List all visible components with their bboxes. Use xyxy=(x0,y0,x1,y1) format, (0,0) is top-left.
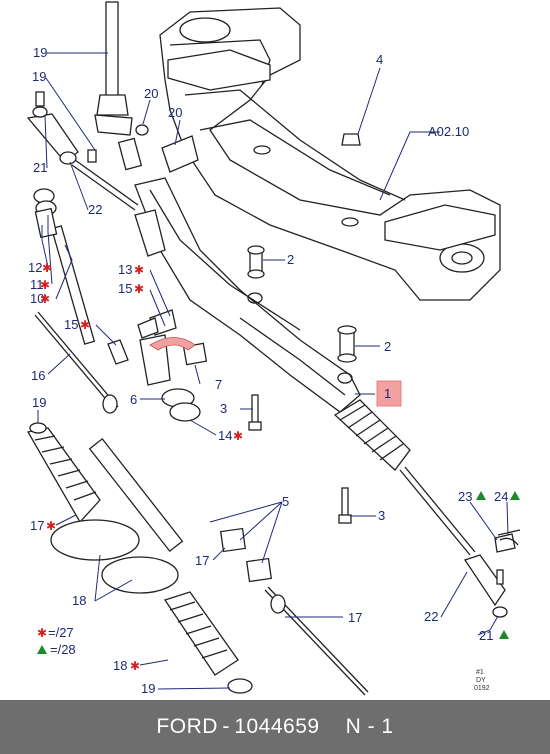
leader-lines xyxy=(37,52,509,690)
callout-8: 10 xyxy=(30,291,44,306)
footer-brand: FORD xyxy=(156,715,218,738)
small-hardware xyxy=(87,124,519,553)
callout-29: 20 xyxy=(168,105,182,120)
callout-26: 20 xyxy=(144,86,158,101)
callout-20-left: 21 xyxy=(33,160,47,175)
callout-6: 6 xyxy=(130,392,137,407)
callout-21-left: 22 xyxy=(88,202,102,217)
mounting-bushes xyxy=(247,245,357,524)
crossmember xyxy=(159,7,501,301)
triangle-23 xyxy=(510,491,520,500)
callout-24: 19 xyxy=(33,45,47,60)
triangle-22 xyxy=(476,491,486,500)
callout-10: 12 xyxy=(28,260,42,275)
star-14: ✱ xyxy=(80,318,90,332)
footer-part-number: 1044659 xyxy=(234,715,320,738)
stamp-line3: 0192 xyxy=(474,685,490,692)
steering-shaft xyxy=(94,1,143,171)
callout-3-bottom: 3 xyxy=(378,508,385,523)
legend-triangle xyxy=(37,645,47,654)
exploded-parts-diagram: 19 19 20 20 4 A02.10 21 22 2 2 1 3 3 12 … xyxy=(26,1,521,696)
callout-13: 15 xyxy=(118,281,132,296)
callout-2-top: 2 xyxy=(287,252,294,267)
star-10: ✱ xyxy=(42,261,52,275)
highlight-box xyxy=(376,380,402,407)
legend-star: ✱ xyxy=(37,626,47,640)
footer-position: N - 1 xyxy=(345,715,394,738)
triangle-20 xyxy=(499,630,509,639)
footer-separator: - xyxy=(222,715,230,738)
callout-2-mid: 2 xyxy=(384,339,391,354)
callout-25: 19 xyxy=(32,69,46,84)
callout-23: 24 xyxy=(494,489,508,504)
legend-row1: =/27 xyxy=(48,625,74,640)
star-9: ✱ xyxy=(40,278,50,292)
stamp-line2: DY xyxy=(476,677,486,684)
star-13: ✱ xyxy=(134,282,144,296)
inner-tie-rods xyxy=(34,311,369,696)
callout-15-bottom: 17 xyxy=(348,610,362,625)
callout-4: 4 xyxy=(376,52,383,67)
steering-rack-housing xyxy=(134,177,411,471)
callout-1: 1 xyxy=(384,386,391,401)
star-12: ✱ xyxy=(134,263,144,277)
callout-19-top: 19 xyxy=(32,395,46,410)
left-tie-rod xyxy=(26,91,139,211)
callout-12: 13 xyxy=(118,262,132,277)
star-17-top: ✱ xyxy=(46,519,56,533)
part-number-footer: FORD - 1044659 N - 1 xyxy=(0,700,550,754)
legend-row2: =/28 xyxy=(50,642,76,657)
callout-20-right: 21 xyxy=(479,628,493,643)
callout-17-bottom: 18 xyxy=(113,658,127,673)
callout-22: 23 xyxy=(458,489,472,504)
callout-21-right: 22 xyxy=(424,609,438,624)
callout-5: 5 xyxy=(282,494,289,509)
star-11: ✱ xyxy=(233,429,243,443)
pinion-assembly xyxy=(33,188,208,422)
callout-17-top: 17 xyxy=(30,518,44,533)
callout-15-left: 16 xyxy=(31,368,45,383)
star-17-bottom: ✱ xyxy=(130,659,140,673)
callout-3-top: 3 xyxy=(220,401,227,416)
legend: ✱ =/27 =/28 xyxy=(37,625,76,657)
drawing-stamp: #1 DY 0192 xyxy=(474,669,490,692)
ref-a0210: A02.10 xyxy=(428,124,469,139)
callout-7: 7 xyxy=(215,377,222,392)
callout-16: 17 xyxy=(195,553,209,568)
stamp-line1: #1 xyxy=(476,669,484,676)
callout-19-bottom: 19 xyxy=(141,681,155,696)
callout-9: 11 xyxy=(30,277,44,292)
callout-labels: 19 19 20 20 4 A02.10 21 22 2 2 1 3 3 12 … xyxy=(28,45,520,696)
callout-14: 15 xyxy=(64,317,78,332)
right-tie-rod xyxy=(399,466,521,618)
star-8: ✱ xyxy=(40,292,50,306)
gaiters-and-clips xyxy=(26,422,253,694)
callout-18: 18 xyxy=(72,593,86,608)
callout-11: 14 xyxy=(218,428,232,443)
